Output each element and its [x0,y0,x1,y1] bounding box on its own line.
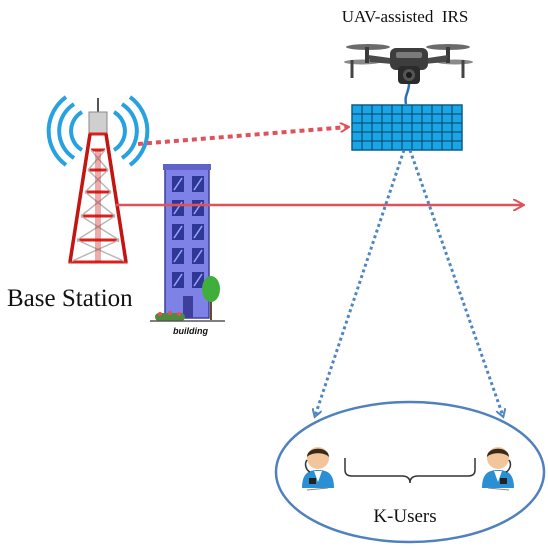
drone-icon [344,44,473,84]
window-shine [173,249,183,263]
building-label: building [173,326,208,336]
user-brace [344,458,476,484]
irs-panel-frame [351,104,463,151]
irs-panel-icon [351,104,463,151]
k-users-label: K-Users [373,506,436,527]
uav-irs-label: UAV-assisted IRS [342,7,469,26]
drone-cable [404,83,411,105]
user-icon [302,447,334,488]
irs-to-user-right-link [408,149,503,416]
building-icon [150,164,225,322]
window-shine [193,249,203,263]
window-shine [193,225,203,239]
base-station-label: Base Station [7,285,133,312]
window-shine [173,273,183,287]
user-group-ellipse [274,400,546,544]
tower-icon [46,95,150,264]
irs-to-user-left-link [315,149,406,416]
window-shine [193,177,203,191]
user-icon [482,447,514,488]
window-shine [193,273,203,287]
bs-to-irs-link [137,127,348,146]
window-shine [173,177,183,191]
window-shine [173,225,183,239]
